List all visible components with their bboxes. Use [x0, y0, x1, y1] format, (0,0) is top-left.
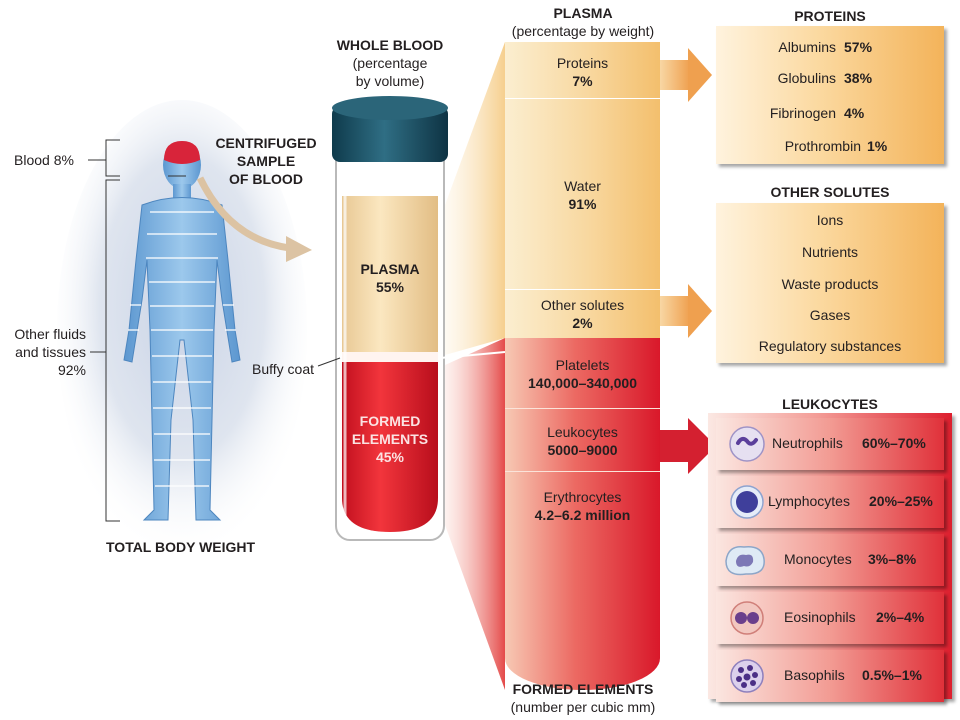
- erythrocytes-value: 4.2–6.2 million: [534, 507, 631, 523]
- leukocyte-value: 3%–8%: [868, 551, 917, 567]
- whole-blood-sub-2: by volume): [355, 73, 425, 89]
- other-fluids-line-3: 92%: [57, 362, 86, 378]
- tube-formed-line-2: ELEMENTS: [351, 431, 429, 447]
- plasma-water-label: Water: [564, 178, 601, 194]
- leukocyte-row-eosinophils: Eosinophils 2%–4%: [716, 592, 944, 644]
- leukocyte-label: Eosinophils: [784, 609, 856, 625]
- formed-row-platelets: Platelets 140,000–340,000: [505, 338, 660, 409]
- platelets-label: Platelets: [555, 357, 610, 373]
- tube-formed-value: 45%: [375, 449, 405, 465]
- neutrophil-icon: [729, 426, 765, 462]
- monocyte-icon: [725, 546, 765, 576]
- solute-waste-products: Waste products: [781, 276, 879, 292]
- other-fluids-label: Other fluids and tissues 92%: [2, 325, 86, 379]
- buffy-coat-line: [439, 351, 506, 359]
- formed-funnel: [445, 338, 505, 690]
- centrifuged-line-1: CENTRIFUGED: [215, 135, 317, 151]
- tube-formed-line-1: FORMED: [359, 413, 421, 429]
- formed-elements-title: FORMED ELEMENTS: [512, 681, 654, 697]
- leukocyte-label: Neutrophils: [772, 435, 843, 451]
- tube-plasma-value: 55%: [375, 279, 405, 295]
- formed-elements-column: Platelets 140,000–340,000 Leukocytes 500…: [505, 338, 660, 690]
- whole-blood-header: WHOLE BLOOD (percentage by volume): [310, 36, 470, 90]
- plasma-other-value: 2%: [572, 315, 593, 331]
- total-body-weight-label: TOTAL BODY WEIGHT: [106, 539, 256, 555]
- test-tube: [332, 96, 448, 541]
- protein-value: 1%: [867, 138, 888, 154]
- leukocyte-row-monocytes: Monocytes 3%–8%: [716, 534, 944, 586]
- lymphocyte-icon: [730, 485, 764, 519]
- centrifuged-sample-label: CENTRIFUGED SAMPLE OF BLOOD: [196, 134, 336, 188]
- centrifuged-line-2: SAMPLE: [236, 153, 296, 169]
- leukocytes-label: Leukocytes: [547, 424, 618, 440]
- proteins-title: PROTEINS: [794, 8, 866, 24]
- erythrocytes-label: Erythrocytes: [543, 489, 622, 505]
- leukocyte-row-basophils: Basophils 0.5%–1%: [716, 650, 944, 702]
- other-solutes-title: OTHER SOLUTES: [770, 184, 890, 200]
- tube-plasma-label: PLASMA 55%: [342, 260, 438, 296]
- leukocyte-value: 20%–25%: [869, 493, 933, 509]
- leukocyte-row-lymphocytes: Lymphocytes 20%–25%: [716, 476, 944, 528]
- plasma-other-label: Other solutes: [540, 297, 625, 313]
- plasma-title: PLASMA: [553, 5, 613, 21]
- leukocyte-label: Monocytes: [784, 551, 852, 567]
- solute-regulatory-substances: Regulatory substances: [758, 338, 902, 354]
- leukocyte-value: 0.5%–1%: [862, 667, 922, 683]
- other-solutes-box: Ions Nutrients Waste products Gases Regu…: [716, 203, 944, 363]
- protein-label: Globulins: [777, 70, 836, 86]
- arrow-to-leukocytes: [660, 418, 716, 474]
- protein-value: 38%: [844, 70, 873, 86]
- leukocytes-title: LEUKOCYTES: [782, 396, 878, 412]
- buffy-coat-label: Buffy coat: [252, 361, 315, 377]
- plasma-proteins-label: Proteins: [556, 55, 609, 71]
- protein-value: 57%: [844, 39, 873, 55]
- formed-elements-subtitle: (number per cubic mm): [510, 699, 656, 715]
- basophil-icon: [730, 659, 764, 693]
- plasma-subtitle: (percentage by weight): [511, 23, 655, 39]
- leukocyte-row-neutrophils: Neutrophils 60%–70%: [716, 418, 944, 470]
- tube-plasma-name: PLASMA: [360, 261, 420, 277]
- leukocyte-value: 2%–4%: [876, 609, 925, 625]
- whole-blood-sub-1: (percentage: [352, 55, 428, 71]
- whole-blood-title: WHOLE BLOOD: [336, 37, 444, 53]
- plasma-row-proteins: Proteins 7%: [505, 42, 660, 99]
- solute-nutrients: Nutrients: [801, 244, 859, 260]
- plasma-column: Proteins 7% Water 91% Other solutes 2%: [505, 42, 660, 338]
- tube-formed-label: FORMED ELEMENTS 45%: [338, 412, 442, 466]
- plasma-water-value: 91%: [568, 196, 597, 212]
- head-to-tube-arrow: [196, 176, 291, 252]
- formed-row-leukocytes: Leukocytes 5000–9000: [505, 409, 660, 472]
- protein-label: Albumins: [778, 39, 836, 55]
- human-body-figure: [123, 141, 241, 521]
- leukocyte-label: Lymphocytes: [768, 493, 850, 509]
- leukocyte-label: Basophils: [784, 667, 845, 683]
- plasma-row-water: Water 91%: [505, 99, 660, 290]
- other-fluids-line-2: and tissues: [15, 344, 86, 360]
- blood-percent-label: Blood 8%: [14, 152, 74, 168]
- solute-gases: Gases: [809, 307, 851, 323]
- buffy-coat-pointer: [317, 357, 341, 367]
- leukocytes-value: 5000–9000: [547, 442, 618, 458]
- protein-value: 4%: [844, 105, 865, 121]
- solute-ions: Ions: [816, 212, 844, 228]
- formed-elements-header: FORMED ELEMENTS (number per cubic mm): [484, 680, 682, 716]
- arrow-to-proteins: [660, 48, 712, 102]
- plasma-row-other-solutes: Other solutes 2%: [505, 290, 660, 338]
- proteins-box: Albumins 57% Globulins 38% Fibrinogen 4%…: [716, 26, 944, 164]
- eosinophil-icon: [730, 601, 764, 635]
- platelets-value: 140,000–340,000: [528, 375, 637, 391]
- protein-label: Fibrinogen: [769, 105, 836, 121]
- plasma-header: PLASMA (percentage by weight): [490, 4, 676, 40]
- centrifuged-line-3: OF BLOOD: [229, 171, 303, 187]
- plasma-funnel: [445, 42, 505, 355]
- leukocyte-value: 60%–70%: [862, 435, 926, 451]
- brackets: [88, 139, 186, 522]
- other-fluids-line-1: Other fluids: [14, 326, 86, 342]
- protein-label: Prothrombin: [784, 138, 861, 154]
- plasma-proteins-value: 7%: [572, 73, 593, 89]
- arrow-to-other-solutes: [660, 284, 712, 338]
